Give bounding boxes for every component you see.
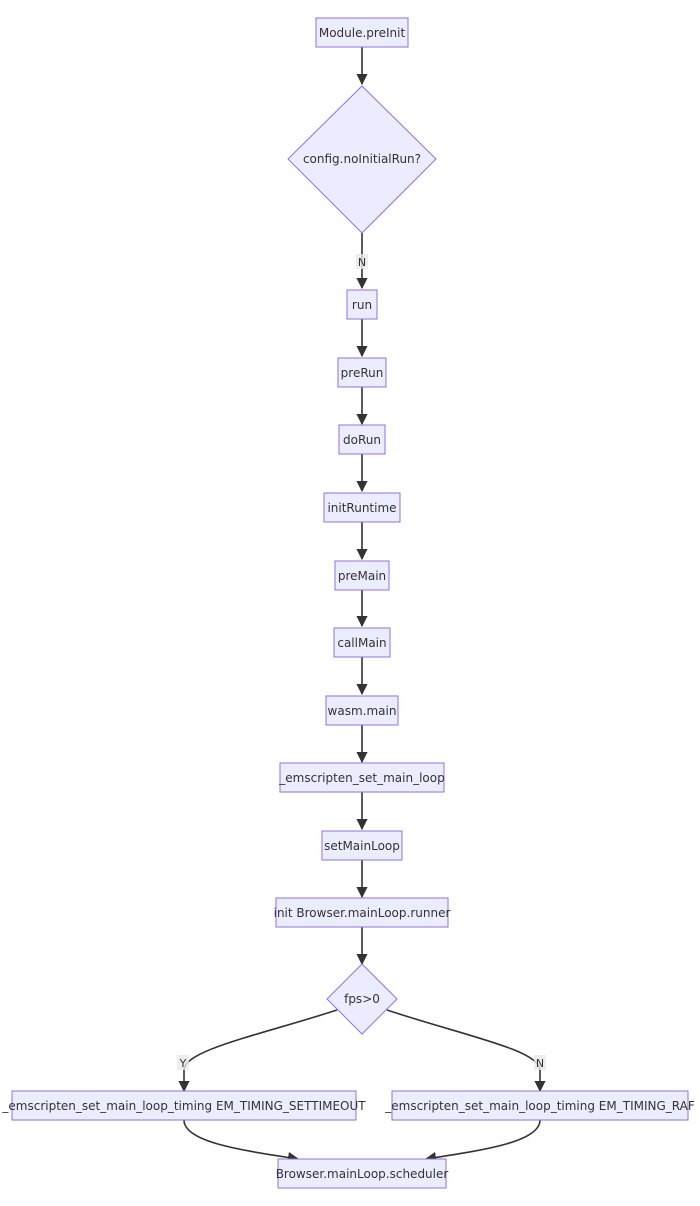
svg-text:init Browser.mainLoop.runner: init Browser.mainLoop.runner [274,906,451,920]
node-timing-settimeout: _emscripten_set_main_loop_timing EM_TIMI… [1,1090,366,1121]
node-emscripten-set-main-loop: _emscripten_set_main_loop [278,762,445,793]
svg-text:initRuntime: initRuntime [327,501,396,515]
svg-text:doRun: doRun [343,433,381,447]
edge-label-noinitialrun-no: N [356,254,368,269]
decision-fps: fps>0 [326,963,398,1035]
svg-text:_emscripten_set_main_loop_timi: _emscripten_set_main_loop_timing EM_TIMI… [1,1099,366,1113]
node-timing-raf: _emscripten_set_main_loop_timing EM_TIMI… [384,1090,695,1121]
node-prerun: preRun [337,357,387,388]
edge-label-fps-yes: Y [177,1055,189,1070]
node-module-preinit: Module.preInit [315,17,409,48]
node-dorun: doRun [338,424,386,455]
svg-text:_emscripten_set_main_loop: _emscripten_set_main_loop [278,771,444,785]
node-premain: preMain [334,560,390,591]
svg-text:N: N [358,256,366,269]
node-init-mainloop-runner: init Browser.mainLoop.runner [274,897,451,928]
edge-settimeout-to-scheduler [183,1119,300,1163]
svg-text:Module.preInit: Module.preInit [319,26,406,40]
edge-raf-to-scheduler [424,1119,541,1163]
svg-text:preRun: preRun [341,366,384,380]
svg-text:run: run [352,298,372,312]
node-run: run [346,289,378,320]
svg-text:fps>0: fps>0 [344,992,380,1006]
node-mainloop-scheduler: Browser.mainLoop.scheduler [276,1158,449,1189]
svg-text:config.noInitialRun?: config.noInitialRun? [303,152,421,166]
svg-text:_emscripten_set_main_loop_timi: _emscripten_set_main_loop_timing EM_TIMI… [384,1099,695,1113]
svg-text:setMainLoop: setMainLoop [324,839,400,853]
svg-text:Y: Y [179,1057,187,1070]
node-set-main-loop: setMainLoop [321,830,403,861]
svg-text:N: N [536,1057,544,1070]
node-init-runtime: initRuntime [323,492,401,523]
edge-fps-to-settimeout [178,1009,338,1093]
node-wasm-main: wasm.main [325,695,399,726]
svg-text:preMain: preMain [338,569,386,583]
decision-no-initial-run: config.noInitialRun? [287,85,437,234]
svg-text:callMain: callMain [337,636,386,650]
edge-label-fps-no: N [534,1055,546,1070]
svg-text:Browser.mainLoop.scheduler: Browser.mainLoop.scheduler [276,1167,449,1181]
edge-fps-to-raf [386,1009,546,1093]
svg-text:wasm.main: wasm.main [328,704,397,718]
node-callmain: callMain [333,627,391,658]
